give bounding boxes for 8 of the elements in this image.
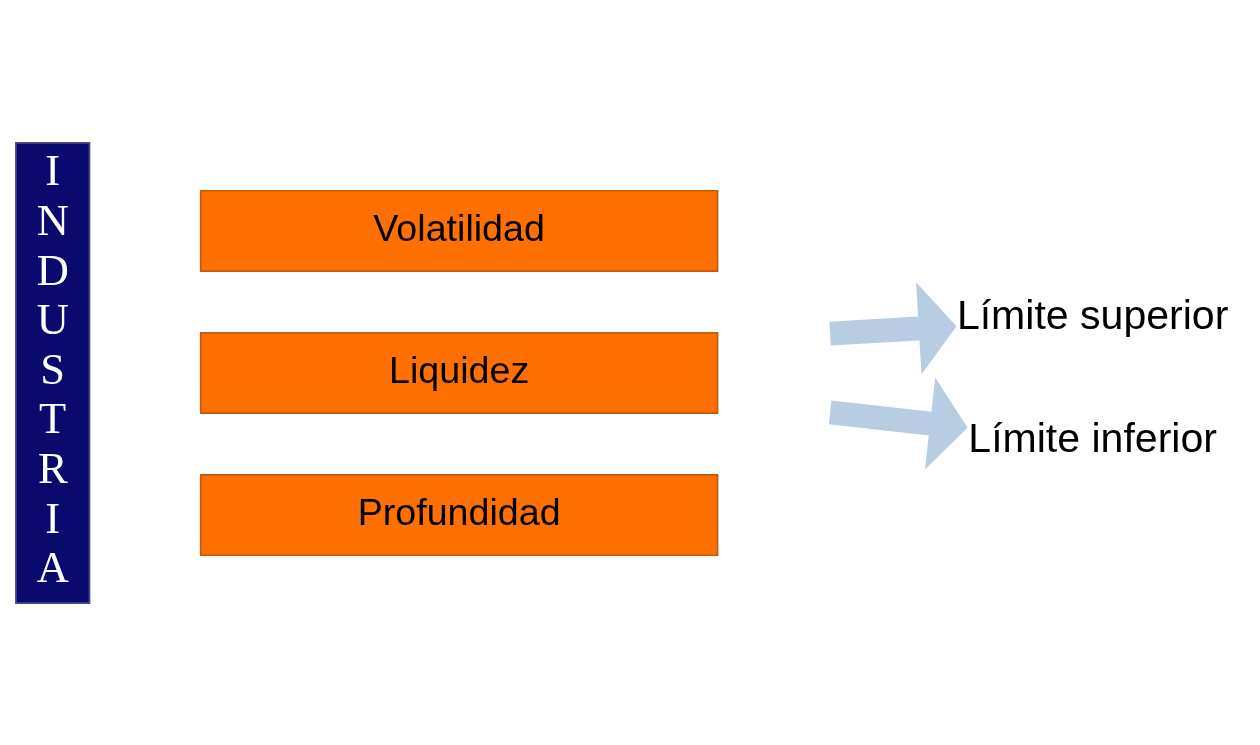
arrow (828, 377, 968, 469)
arrow (829, 281, 957, 375)
node-text: Límite superior (956, 291, 1229, 338)
node-text: Límite inferior (968, 414, 1217, 461)
node-box: I N D U S T R I A (15, 141, 91, 604)
node-box: Profundidad (199, 473, 719, 556)
node-box: Volatilidad (199, 189, 719, 272)
node-box: Liquidez (199, 331, 719, 414)
